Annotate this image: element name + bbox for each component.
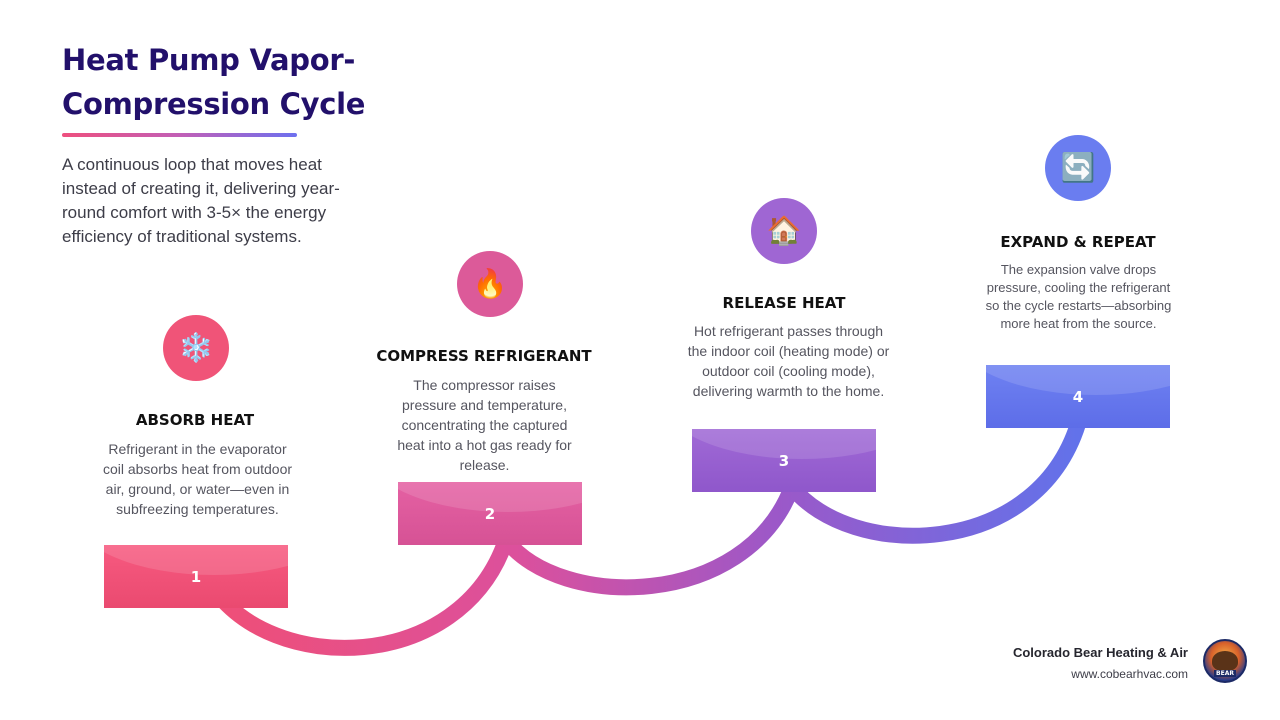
step-1-description: Refrigerant in the evaporator coil absor… [102,441,293,517]
page-subtitle: A continuous loop that moves heat instea… [62,155,340,246]
step-4-icon-circle: 🔄 [1045,135,1111,201]
step-4-box: 4 [986,365,1170,428]
snowflake-icon: ❄️ [178,331,214,364]
page-title: Heat Pump Vapor-Compression Cycle [62,43,366,121]
bear-logo-icon: BEAR [1212,651,1238,677]
step-1-number: 1 [190,567,202,586]
fire-icon: 🔥 [472,267,508,300]
title-underline [62,133,297,137]
step-4-number: 4 [1072,387,1084,406]
step-3-description: Hot refrigerant passes through the indoo… [687,323,890,399]
step-2-icon-circle: 🔥 [457,251,523,317]
logo-text: BEAR [1214,670,1236,677]
step-4-description: The expansion valve drops pressure, cool… [985,262,1172,331]
step-2-box: 2 [398,482,582,545]
repeat-arrows-icon: 🔄 [1060,151,1096,184]
step-3-box: 3 [692,429,876,492]
house-icon: 🏠 [766,214,802,247]
step-2-description: The compressor raises pressure and tempe… [397,377,572,473]
step-2-title: COMPRESS REFRIGERANT [376,347,592,365]
company-logo: BEAR [1203,639,1247,683]
step-3-title: RELEASE HEAT [722,294,846,312]
step-1-title: ABSORB HEAT [135,411,255,429]
step-2-number: 2 [484,504,496,523]
cycle-path [204,416,1086,656]
step-4-title: EXPAND & REPEAT [1000,233,1156,251]
step-3-number: 3 [778,451,790,470]
company-website[interactable]: www.cobearhvac.com [1071,667,1188,681]
step-1-icon-circle: ❄️ [163,315,229,381]
company-name: Colorado Bear Heating & Air [1012,645,1188,660]
step-1-box: 1 [104,545,288,608]
step-3-icon-circle: 🏠 [751,198,817,264]
